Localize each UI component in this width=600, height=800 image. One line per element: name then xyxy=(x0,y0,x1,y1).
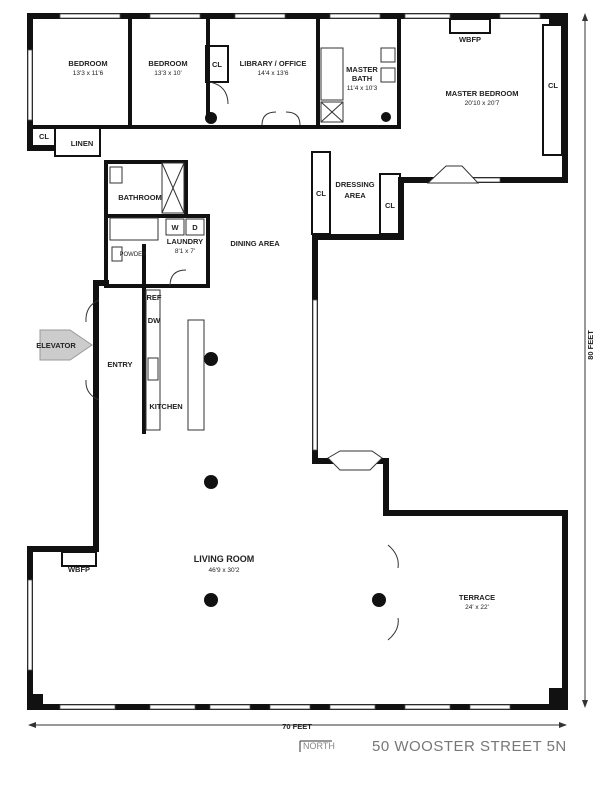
linen-label: LINEN xyxy=(71,139,94,148)
master-closet-label: CL xyxy=(548,81,558,90)
master-bath-name-1: MASTER xyxy=(346,65,378,74)
master-bedroom-name: MASTER BEDROOM xyxy=(446,89,519,98)
dw-label: DW xyxy=(148,316,161,325)
fixtures xyxy=(39,47,480,471)
washer-label: W xyxy=(171,223,179,232)
terrace-name: TERRACE xyxy=(459,593,495,602)
closet-label: CL xyxy=(212,60,222,69)
wbfp-living: WBFP xyxy=(68,565,90,574)
laundry-size: 8'1 x 7' xyxy=(175,248,195,255)
elevator-label: ELEVATOR xyxy=(36,341,76,350)
dressing-cl-left: CL xyxy=(316,189,326,198)
bathroom-label: BATHROOM xyxy=(118,193,162,202)
living-room-size: 46'9 x 30'2 xyxy=(208,567,239,574)
terrace-size: 24' x 22' xyxy=(465,604,489,611)
entry-label: ENTRY xyxy=(107,360,132,369)
bedroom1-name: BEDROOM xyxy=(68,59,107,68)
dining-label: DINING AREA xyxy=(230,239,280,248)
north-label: NORTH xyxy=(303,741,335,751)
windows xyxy=(27,13,541,710)
master-bath-size: 11'4 x 10'3 xyxy=(347,85,378,92)
powder-label: POWDER xyxy=(120,252,148,258)
room-labels: BEDROOM 13'3 x 11'6 BEDROOM 13'3 x 10' C… xyxy=(36,35,595,731)
kitchen-label: KITCHEN xyxy=(149,402,182,411)
dressing-name-1: DRESSING xyxy=(335,180,374,189)
north-marker xyxy=(299,740,332,752)
dressing-cl-right: CL xyxy=(385,201,395,210)
dimension-lines xyxy=(28,13,588,728)
height-dimension-label: 80 FEET xyxy=(586,330,595,360)
master-bath-name-2: BATH xyxy=(352,74,372,83)
dryer-label: D xyxy=(192,223,198,232)
bedroom1-size: 13'3 x 11'6 xyxy=(73,70,104,77)
library-name: LIBRARY / OFFICE xyxy=(240,59,307,68)
library-size: 14'4 x 13'6 xyxy=(257,70,288,77)
address-title: 50 WOOSTER STREET 5N xyxy=(372,738,567,755)
master-bedroom-size: 20'10 x 20'7 xyxy=(465,100,500,107)
width-dimension-label: 70 FEET xyxy=(282,722,312,731)
doors xyxy=(85,81,399,641)
ref-label: REF xyxy=(147,293,162,302)
wbfp-top: WBFP xyxy=(459,35,481,44)
bedroom2-name: BEDROOM xyxy=(148,59,187,68)
dressing-name-2: AREA xyxy=(344,191,366,200)
corridor-closet-label: CL xyxy=(39,132,49,141)
interior-walls xyxy=(33,18,563,567)
living-room-name: LIVING ROOM xyxy=(194,554,255,564)
bedroom2-size: 13'3 x 10' xyxy=(154,70,181,77)
columns xyxy=(204,112,386,607)
laundry-name: LAUNDRY xyxy=(167,237,203,246)
